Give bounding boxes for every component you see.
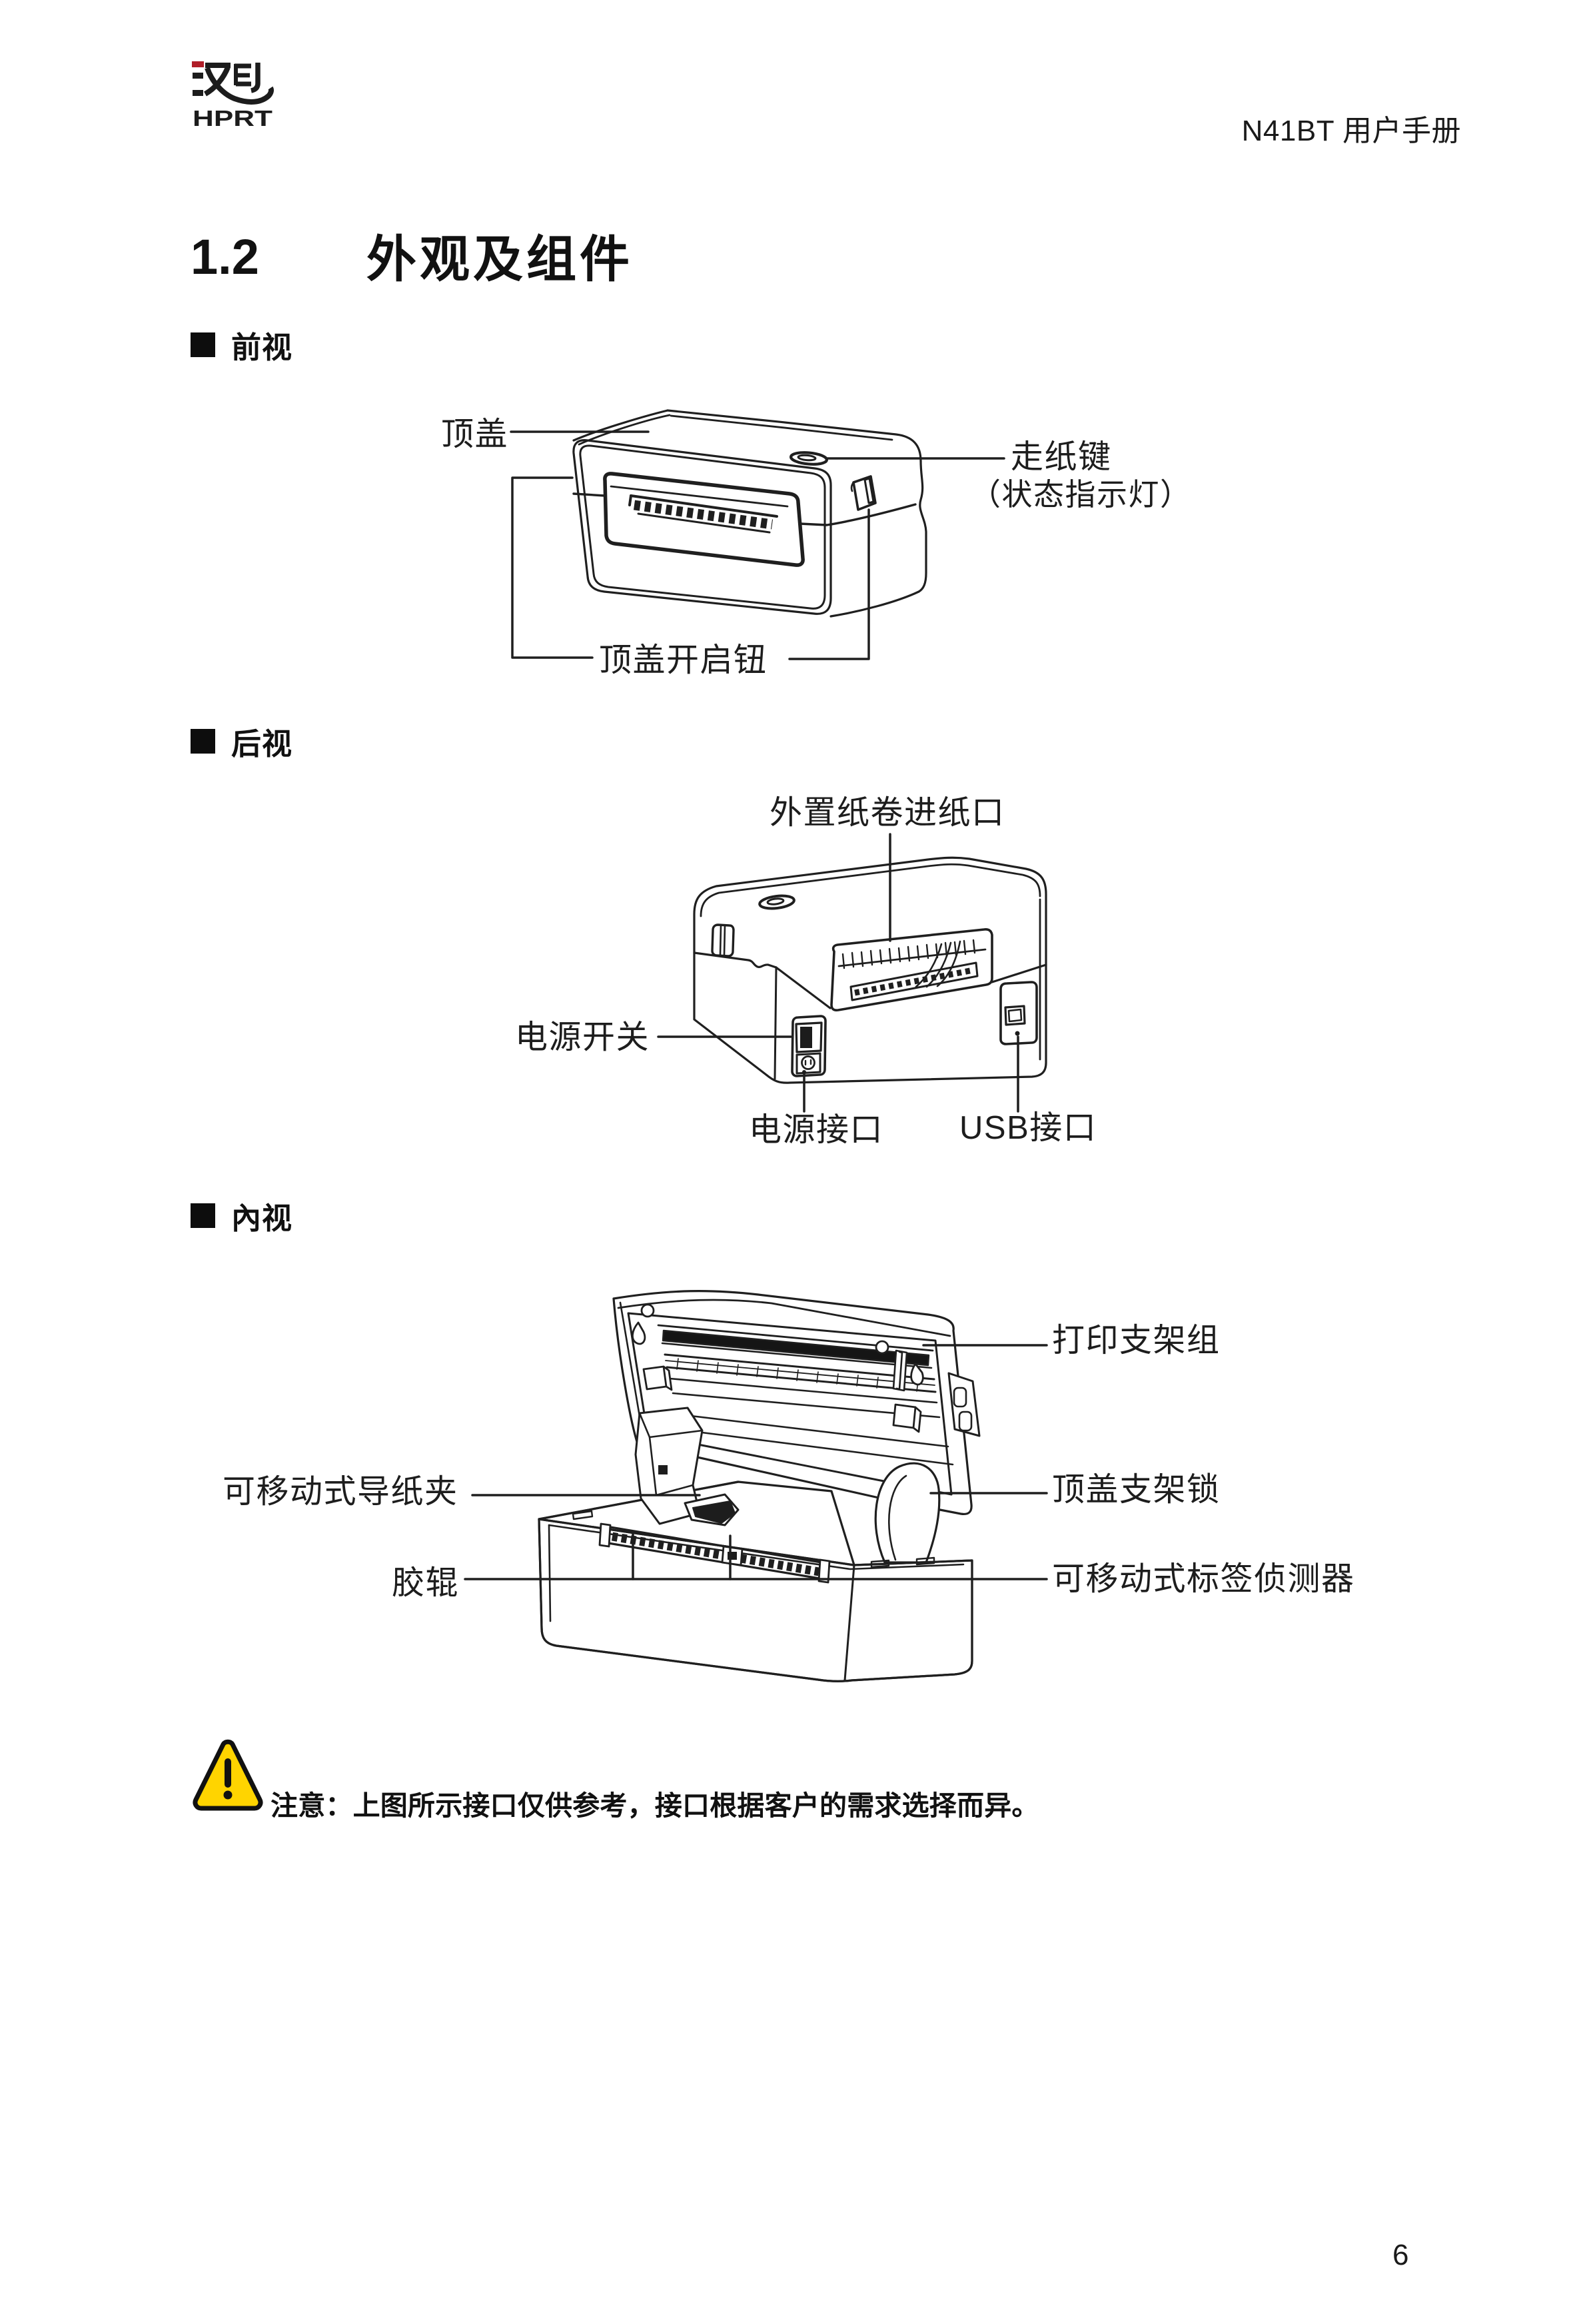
logo-red-dash [192,61,204,67]
subheader-interior-label: 內视 [231,1201,293,1235]
label-power-switch: 电源开关 [515,1019,650,1055]
subheader-rear-label: 后视 [231,727,293,761]
label-cover-bracket-lock: 顶盖支架锁 [1052,1472,1221,1508]
subheader-interior-view: 內视 [191,1194,292,1237]
label-power-port: 电源接口 [749,1112,884,1148]
bullet-square-icon [191,729,215,754]
page-number: 6 [1392,2239,1409,2271]
heading-number: 1.2 [191,229,259,285]
label-movable-label-sensor: 可移动式标签侦测器 [1052,1561,1355,1597]
label-print-bracket: 打印支架组 [1052,1323,1221,1359]
leader-cover-open-left [511,476,594,659]
interior-view-figure [464,1290,1048,1682]
hprt-logo: HPRT [192,61,274,131]
label-movable-paper-guide: 可移动式导纸夹 [223,1474,458,1510]
notice-text: 注意：上图所示接口仅供参考，接口根据客户的需求选择而异。 [270,1790,1039,1821]
label-feed-key: 走纸键 [1011,439,1112,475]
front-view-figure [510,409,1005,660]
doc-title: N41BT 用户手册 [1241,115,1461,147]
heading-title: 外观及组件 [366,231,634,287]
label-usb-port: USB接口 [959,1110,1097,1146]
rear-view-figure [657,833,1047,1113]
subheader-front-label: 前视 [231,330,293,364]
subheader-rear-view: 后视 [191,720,292,763]
label-platen-roller: 胶辊 [392,1565,460,1601]
leader-cover-open-right [788,508,870,660]
label-external-feed-slot: 外置纸卷进纸口 [770,795,1005,831]
warning-triangle-icon [193,1739,263,1811]
bullet-square-icon [191,1203,215,1228]
label-cover-open-button: 顶盖开启钮 [599,642,768,678]
label-status-light: （状态指示灯） [970,477,1192,512]
subheader-front-view: 前视 [191,323,292,366]
bullet-square-icon [191,332,215,357]
logo-hprt-text: HPRT [193,106,272,131]
label-top-cover: 顶盖 [441,416,509,452]
